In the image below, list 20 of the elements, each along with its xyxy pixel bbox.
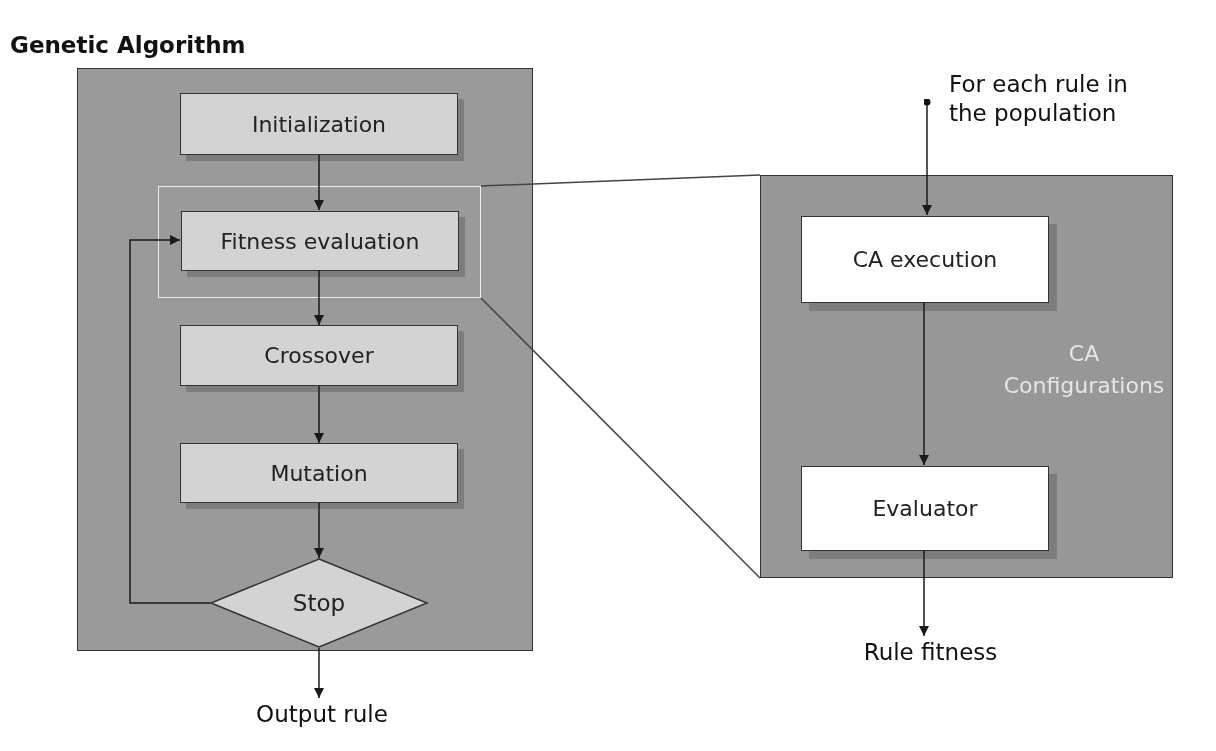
arrow bbox=[919, 549, 929, 637]
flow-text: For each rule in the population bbox=[927, 70, 1167, 138]
connector-line bbox=[480, 297, 761, 579]
decision-label: Stop bbox=[292, 590, 346, 616]
arrow bbox=[129, 235, 211, 604]
decision-diamond bbox=[210, 558, 428, 648]
arrow bbox=[314, 154, 324, 211]
arrow bbox=[922, 98, 932, 216]
panel-label: CA Configurations bbox=[1002, 340, 1166, 400]
flow-text: Rule fitness bbox=[838, 638, 1023, 674]
arrow bbox=[314, 385, 324, 444]
panel-title: Genetic Algorithm bbox=[10, 32, 246, 58]
arrow bbox=[314, 647, 324, 699]
arrow bbox=[314, 269, 324, 326]
connector-line bbox=[480, 174, 761, 187]
arrow bbox=[314, 502, 324, 559]
highlight-frame bbox=[158, 186, 481, 298]
flow-text: Output rule bbox=[222, 700, 422, 736]
panel-background bbox=[760, 175, 1173, 578]
arrow bbox=[919, 301, 929, 466]
